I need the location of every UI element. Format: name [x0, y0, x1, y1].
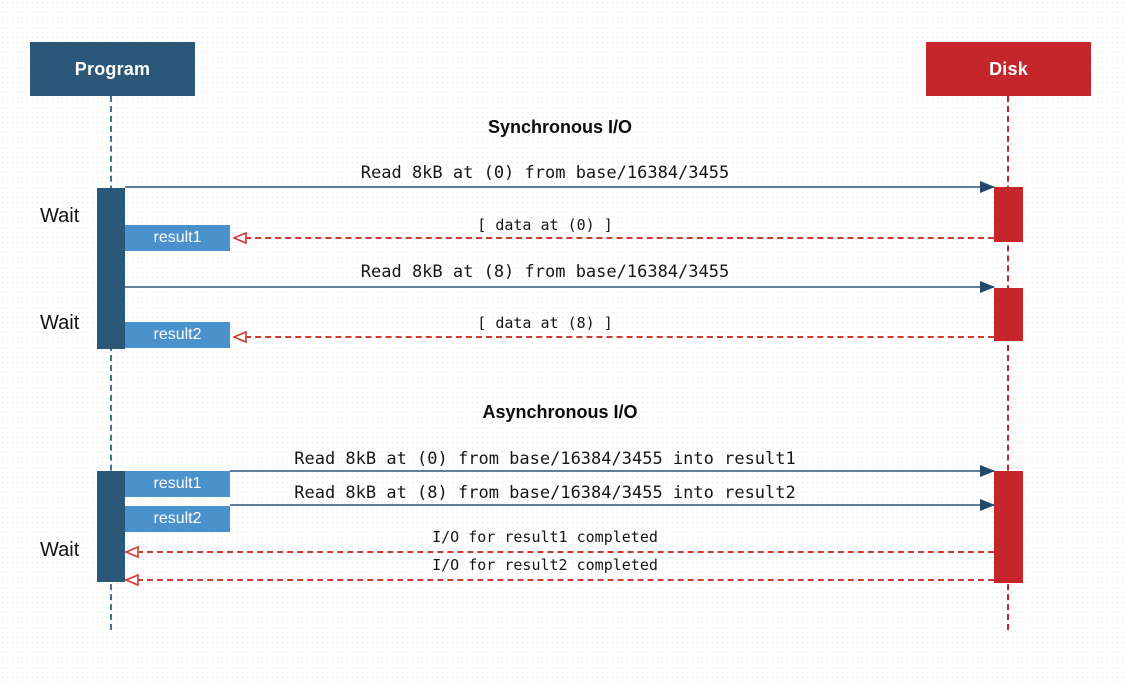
message-label-sync-read-2: Read 8kB at (8) from base/16384/3455	[360, 262, 730, 282]
result-box-sync-1: result1	[125, 225, 230, 251]
message-arrow-async-read-2	[230, 499, 995, 511]
arrowhead-open-left-icon	[233, 231, 247, 245]
disk-lifeline	[1007, 96, 1009, 630]
arrowhead-open-left-icon	[125, 573, 139, 587]
arrowhead-right-icon	[980, 281, 995, 293]
arrowhead-right-icon	[980, 181, 995, 193]
message-arrow-sync-read-1	[125, 181, 995, 193]
message-label-sync-read-1: Read 8kB at (0) from base/16384/3455	[360, 163, 730, 183]
message-arrow-sync-read-2	[125, 281, 995, 293]
arrowhead-right-icon	[980, 465, 995, 477]
message-label-async-read-2: Read 8kB at (8) from base/16384/3455 int…	[294, 483, 796, 503]
wait-label-sync-1: Wait	[40, 205, 80, 227]
disk-activation-sync-2	[994, 288, 1023, 341]
result-box-async-2: result2	[125, 506, 230, 532]
message-label-sync-return-2: [ data at (8) ]	[477, 314, 613, 332]
message-label-async-done-2: I/O for result2 completed	[432, 556, 658, 574]
actor-program-label: Program	[74, 58, 151, 79]
wait-label-sync-2: Wait	[40, 312, 80, 334]
message-arrow-async-done-1	[125, 545, 994, 559]
message-arrow-sync-return-1	[233, 231, 994, 245]
result-box-sync-2: result2	[125, 322, 230, 348]
message-arrow-sync-return-2	[233, 330, 994, 344]
program-lifeline	[110, 96, 112, 630]
arrowhead-open-left-icon	[233, 330, 247, 344]
program-activation-async	[97, 471, 125, 582]
message-label-async-read-1: Read 8kB at (0) from base/16384/3455 int…	[294, 449, 796, 469]
section-title-sync: Synchronous I/O	[487, 117, 633, 137]
actor-disk-box: Disk	[926, 42, 1091, 96]
message-label-async-done-1: I/O for result1 completed	[432, 528, 658, 546]
message-label-sync-return-1: [ data at (0) ]	[477, 216, 613, 234]
section-title-async: Asynchronous I/O	[482, 402, 638, 422]
disk-activation-sync-1	[994, 187, 1023, 242]
program-activation-sync	[97, 188, 125, 349]
arrowhead-open-left-icon	[125, 545, 139, 559]
result-box-async-1: result1	[125, 471, 230, 497]
message-arrow-async-read-1	[230, 465, 995, 477]
arrowhead-right-icon	[980, 499, 995, 511]
wait-label-async: Wait	[40, 539, 80, 561]
actor-disk-label: Disk	[989, 58, 1028, 79]
message-arrow-async-done-2	[125, 573, 994, 587]
actor-program-box: Program	[30, 42, 195, 96]
disk-activation-async	[994, 471, 1023, 583]
